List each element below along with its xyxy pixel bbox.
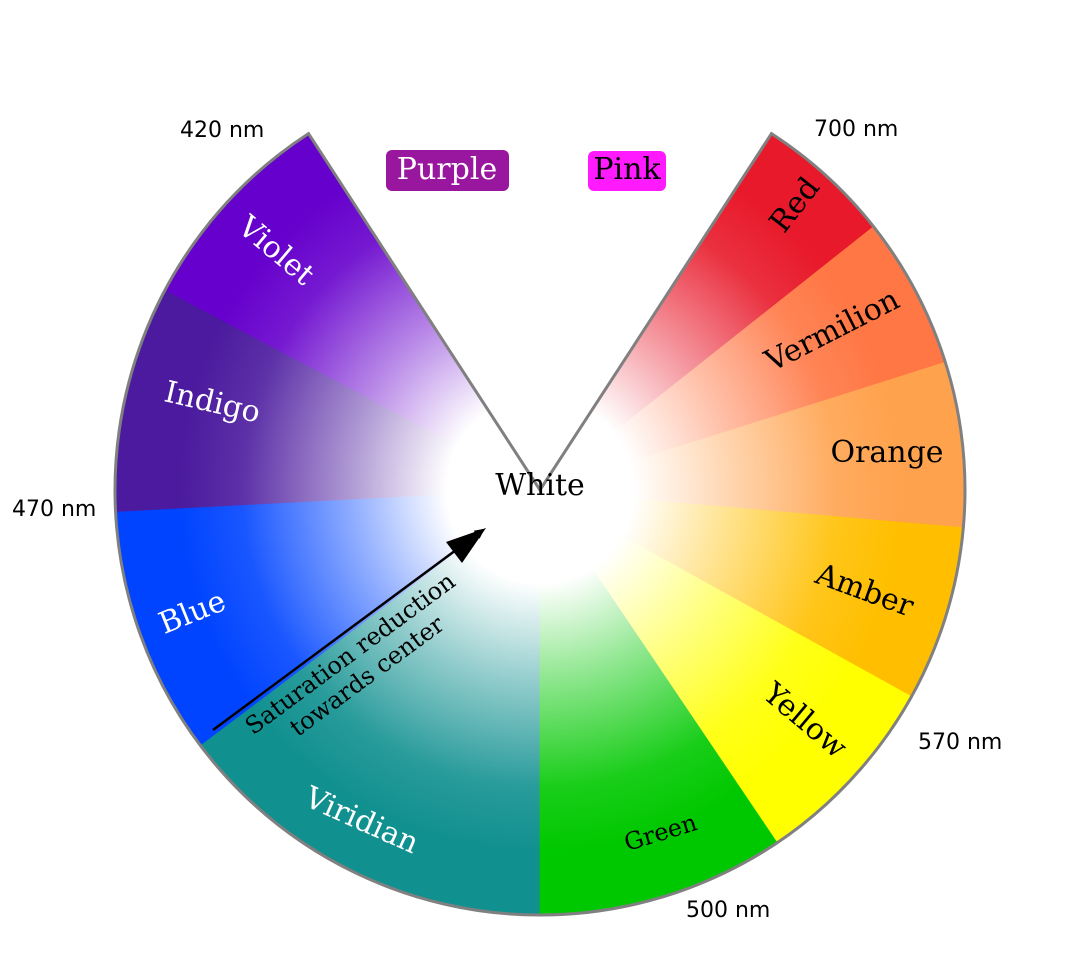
wheel-outline [113, 131, 967, 917]
wavelength-500nm: 500 nm [686, 898, 770, 923]
badge-purple-label: Purple [397, 152, 497, 187]
saturation-arrow [212, 528, 485, 732]
white-center-gradient [114, 133, 965, 916]
badge-pink: Pink [588, 151, 666, 191]
arrow-head-icon [446, 528, 486, 563]
label-orange: Orange [830, 435, 943, 470]
wavelength-570nm: 570 nm [918, 730, 1002, 755]
center-label-white: White [495, 468, 585, 503]
wavelength-700nm: 700 nm [814, 117, 898, 142]
wavelength-420nm: 420 nm [180, 118, 264, 143]
badge-purple: Purple [386, 150, 509, 191]
badge-pink-label: Pink [593, 152, 661, 187]
wavelength-470nm: 470 nm [12, 497, 96, 522]
